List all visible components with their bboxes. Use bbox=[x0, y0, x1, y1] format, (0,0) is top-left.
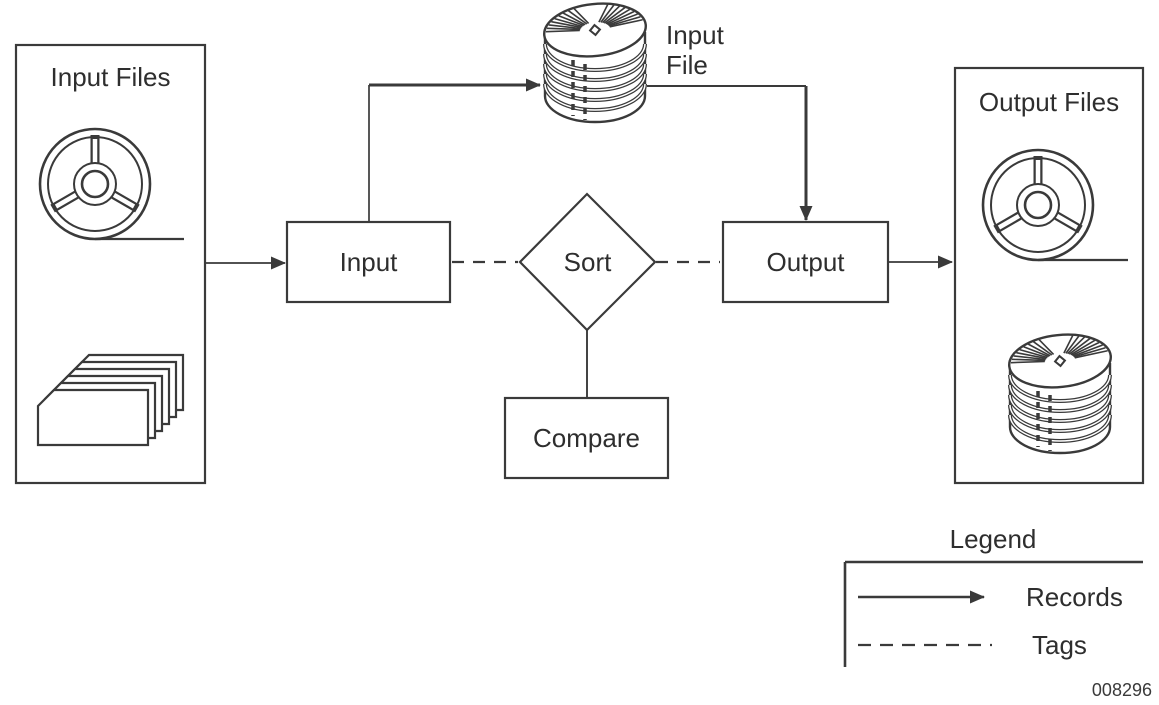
tape-reel-icon bbox=[40, 129, 150, 239]
compare-node-label: Compare bbox=[533, 423, 640, 453]
sort-decision-diamond bbox=[518, 192, 657, 332]
output-files-title: Output Files bbox=[978, 87, 1120, 117]
sort-node-label: Sort bbox=[563, 247, 612, 277]
legend-records-label: Records bbox=[1026, 582, 1123, 612]
tape-reel-icon bbox=[983, 150, 1093, 260]
input-node-label: Input bbox=[339, 247, 398, 277]
input-file-label-line1: Input bbox=[666, 20, 724, 50]
legend-title: Legend bbox=[949, 524, 1037, 554]
disk-stack-icon bbox=[539, 0, 651, 125]
input-file-label-line2: File bbox=[666, 50, 708, 80]
input-file-label: Input File bbox=[666, 20, 786, 80]
output-node-label: Output bbox=[766, 247, 845, 277]
input-files-title: Input Files bbox=[50, 62, 171, 92]
record-flow-arrows bbox=[205, 78, 953, 398]
legend-box bbox=[843, 560, 1143, 667]
compare-node-box bbox=[503, 396, 670, 480]
punched-card-deck-icon bbox=[36, 353, 185, 447]
output-node-box bbox=[721, 220, 890, 304]
input-node-box bbox=[285, 220, 452, 304]
legend-tags-label: Tags bbox=[1032, 630, 1087, 660]
figure-number: 008296 bbox=[1091, 680, 1152, 700]
disk-stack-icon bbox=[1004, 327, 1116, 455]
